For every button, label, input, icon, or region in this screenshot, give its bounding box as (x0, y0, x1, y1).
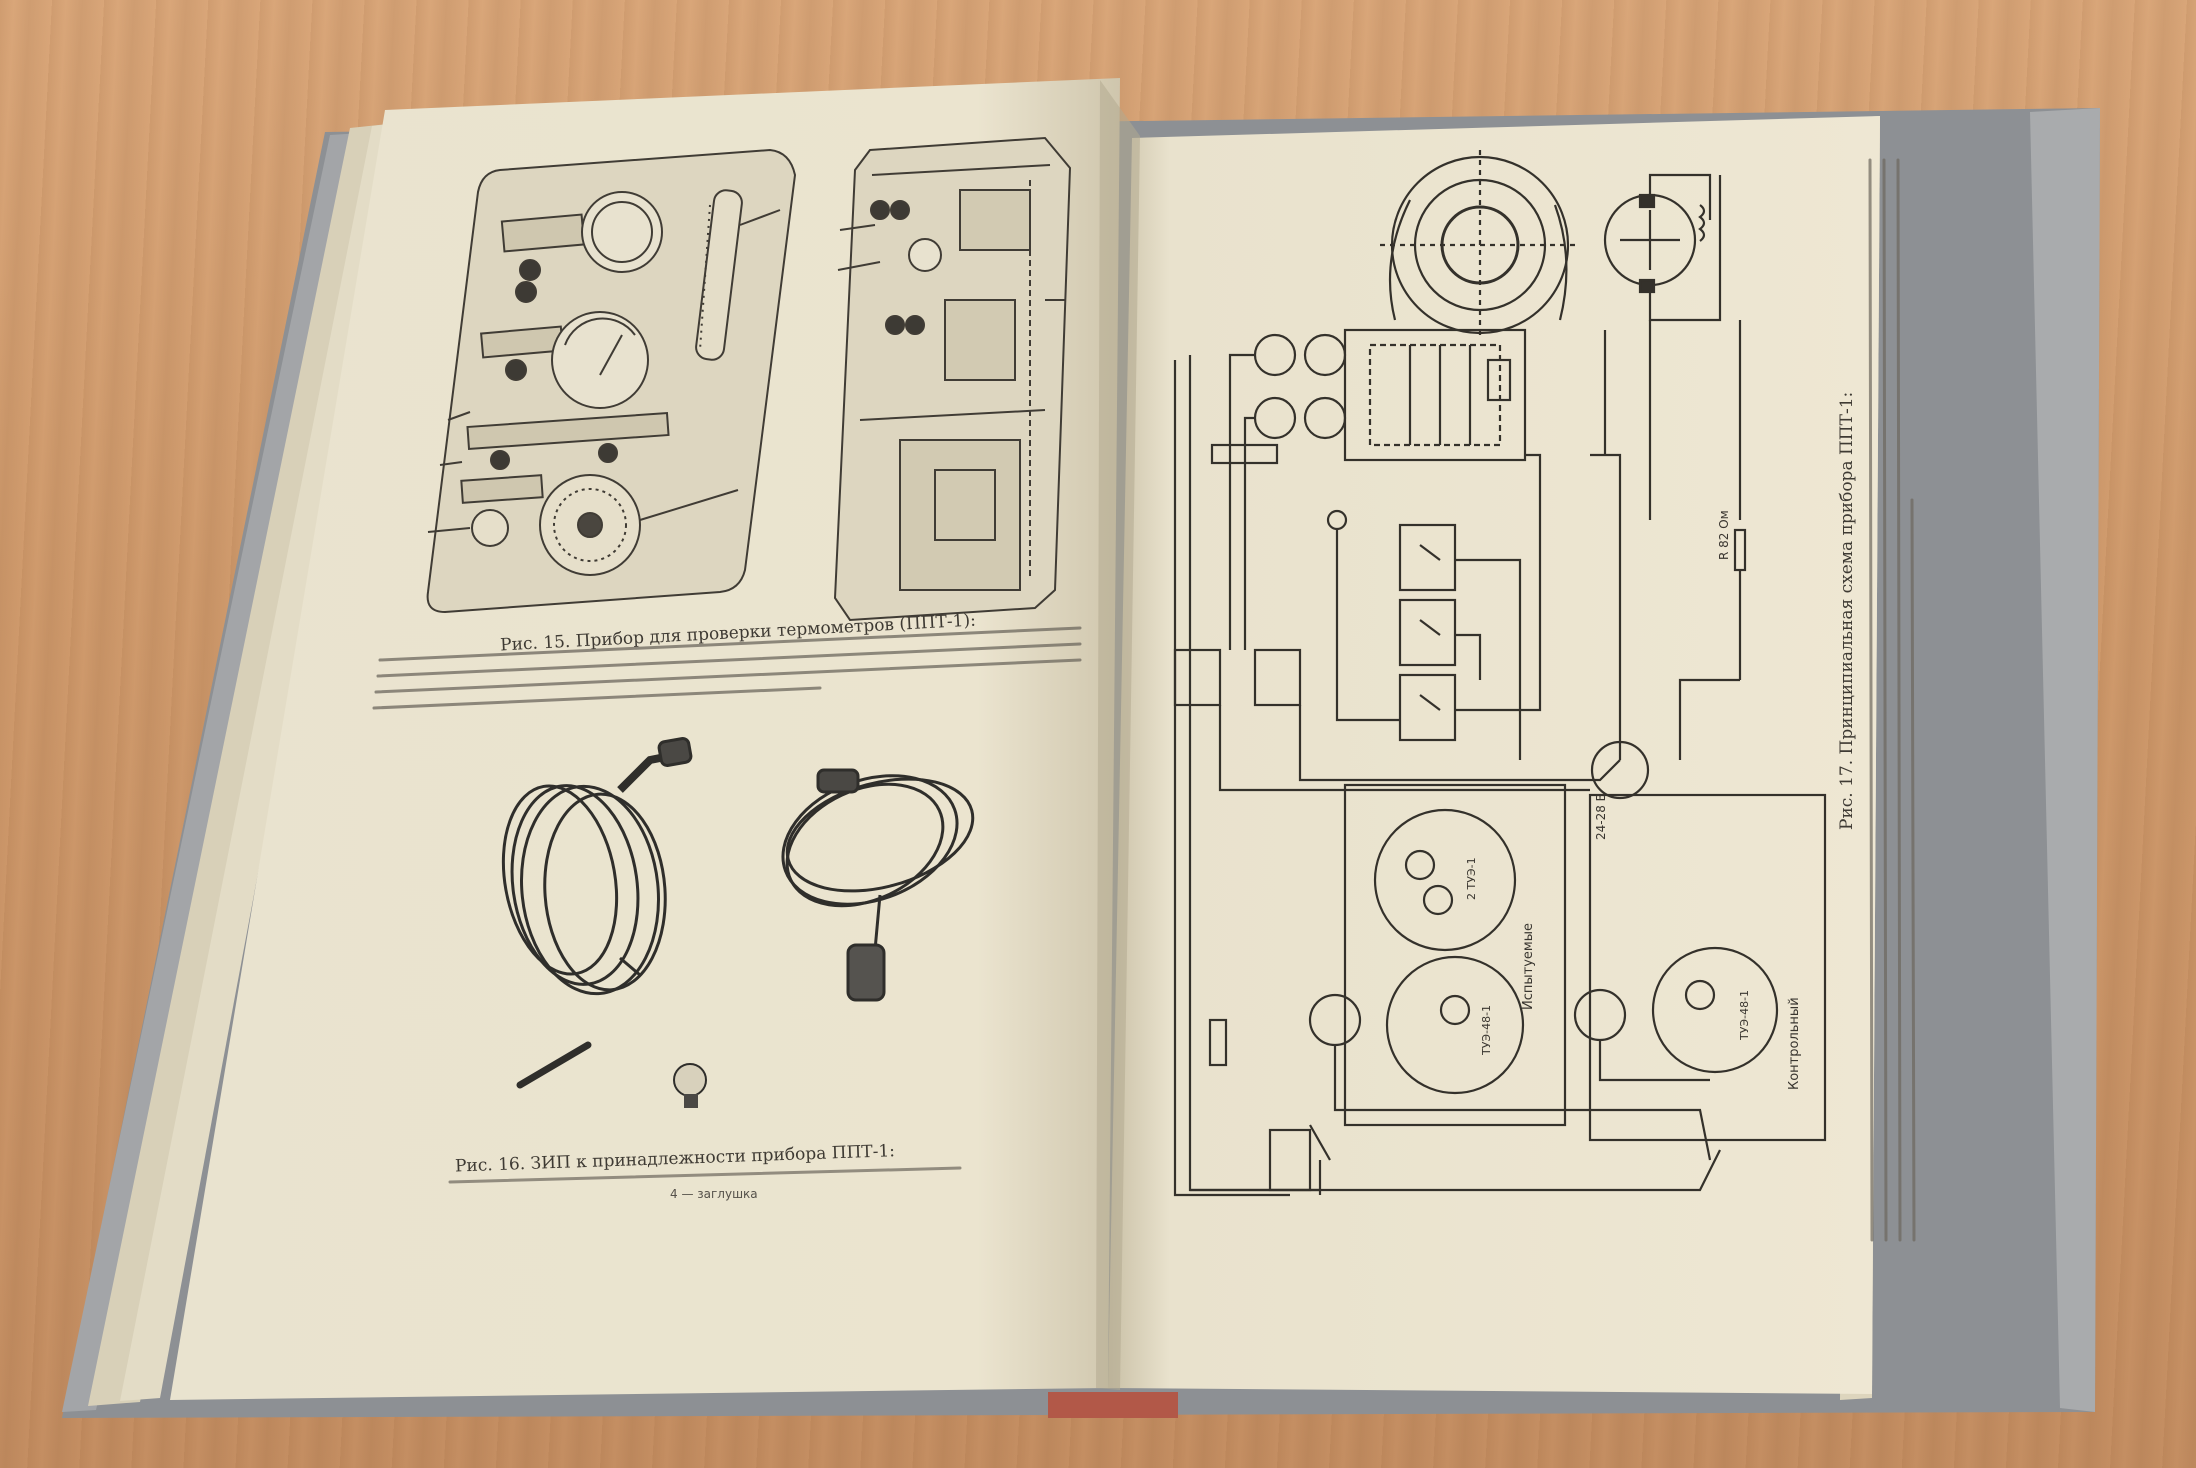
fig16-legend (448, 1166, 962, 1184)
fig17-resistor-label: R 82 Ом (1717, 510, 1731, 560)
fig17-box-tested-label: Испытуемые (1521, 923, 1536, 1010)
right-page (1108, 116, 1880, 1394)
fig17-legend (1868, 158, 1916, 1242)
fig17-dial-label-1: 2 ТУЭ-1 (1465, 857, 1478, 900)
fig16-small-parts (516, 1041, 707, 1108)
fig15-front-panel (426, 148, 797, 614)
fig15-side-view (833, 136, 1072, 622)
fig17-voltage-label: 24-28 В (1594, 793, 1608, 840)
fig16-cable-coil-1 (501, 737, 693, 996)
fig16-cable-coil-2 (781, 768, 975, 1002)
fig17-dial-label-3: ТУЭ-48-1 (1738, 990, 1751, 1041)
gutter-shadow (1096, 80, 1140, 1390)
fig17-caption: Рис. 17. Принципиальная схема прибора ПП… (1837, 392, 1857, 830)
fig17-box-control-label: Контрольный (1787, 997, 1802, 1090)
fig17-schematic (1173, 150, 1827, 1197)
fig17-dial-label-2: ТУЭ-48-1 (1480, 1005, 1493, 1056)
fig16-legend-item-4: 4 — заглушка (670, 1187, 758, 1201)
fig15-legend (372, 626, 1082, 710)
